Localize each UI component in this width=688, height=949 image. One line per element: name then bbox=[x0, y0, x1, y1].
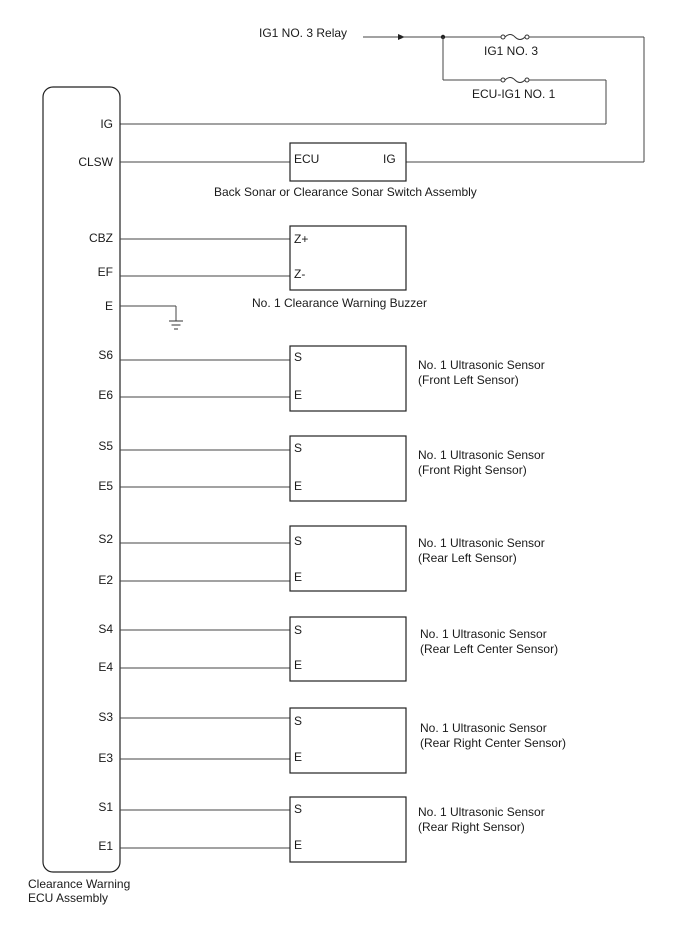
sensor-front-right-pin-s: S bbox=[294, 441, 302, 455]
sensor-rear-right-center-pin-e: E bbox=[294, 750, 302, 764]
sensor-front-left-box bbox=[289, 345, 407, 412]
ecu-pin-ef: EF bbox=[98, 265, 113, 279]
ecu-pin-s6: S6 bbox=[98, 348, 113, 362]
sensor-rear-left-name: No. 1 Ultrasonic Sensor bbox=[418, 536, 545, 550]
ecu-pin-e6: E6 bbox=[98, 388, 113, 402]
switch-pin-ecu: ECU bbox=[294, 152, 319, 166]
ecu-pin-s4: S4 bbox=[98, 622, 113, 636]
sensor-rear-right-box bbox=[289, 796, 407, 863]
sensor-front-right-box bbox=[289, 435, 407, 502]
fuse-symbol-icon bbox=[500, 34, 530, 40]
fuse1-label: IG1 NO. 3 bbox=[484, 44, 538, 58]
ecu-label-line2: ECU Assembly bbox=[28, 891, 108, 905]
ecu-pin-e5: E5 bbox=[98, 479, 113, 493]
buzzer-label: No. 1 Clearance Warning Buzzer bbox=[252, 296, 427, 310]
sensor-rear-left-pin-s: S bbox=[294, 534, 302, 548]
ecu-pin-cbz: CBZ bbox=[89, 231, 113, 245]
sensor-front-left-pin-e: E bbox=[294, 388, 302, 402]
buzzer-pin-zplus: Z+ bbox=[294, 232, 308, 246]
sensor-rear-right-pin-s: S bbox=[294, 802, 302, 816]
sensor-rear-left-box bbox=[289, 525, 407, 592]
ecu-pin-e3: E3 bbox=[98, 751, 113, 765]
buzzer-box bbox=[289, 225, 407, 291]
sensor-rear-right-name: No. 1 Ultrasonic Sensor bbox=[418, 805, 545, 819]
sensor-rear-left-pin-e: E bbox=[294, 570, 302, 584]
sensor-rear-left-center-box bbox=[289, 616, 407, 682]
ecu-label-line1: Clearance Warning bbox=[28, 877, 130, 891]
sensor-front-right-name: No. 1 Ultrasonic Sensor bbox=[418, 448, 545, 462]
ecu-pin-s3: S3 bbox=[98, 710, 113, 724]
ecu-pin-s5: S5 bbox=[98, 439, 113, 453]
sensor-front-right-pin-e: E bbox=[294, 479, 302, 493]
ecu-pin-e2: E2 bbox=[98, 573, 113, 587]
ecu-pin-ig: IG bbox=[100, 117, 113, 131]
switch-assembly-box bbox=[289, 142, 407, 182]
sensor-front-left-name: No. 1 Ultrasonic Sensor bbox=[418, 358, 545, 372]
sensor-rear-right-center-pin-s: S bbox=[294, 714, 302, 728]
ecu-pin-s1: S1 bbox=[98, 800, 113, 814]
relay-label: IG1 NO. 3 Relay bbox=[259, 26, 347, 40]
sensor-rear-right-position: (Rear Right Sensor) bbox=[418, 820, 525, 834]
ground-icon bbox=[169, 320, 183, 330]
buzzer-pin-zminus: Z- bbox=[294, 267, 305, 281]
fuse-symbol-icon bbox=[500, 77, 530, 83]
sensor-front-left-pin-s: S bbox=[294, 350, 302, 364]
sensor-rear-left-center-name: No. 1 Ultrasonic Sensor bbox=[420, 627, 547, 641]
ecu-pin-e: E bbox=[105, 299, 113, 313]
ecu-pin-e1: E1 bbox=[98, 839, 113, 853]
ecu-assembly-box bbox=[42, 86, 121, 873]
ecu-pin-clsw: CLSW bbox=[78, 155, 113, 169]
switch-assembly-label: Back Sonar or Clearance Sonar Switch Ass… bbox=[214, 185, 477, 199]
sensor-rear-right-center-box bbox=[289, 707, 407, 774]
sensor-rear-right-center-position: (Rear Right Center Sensor) bbox=[420, 736, 566, 750]
ecu-pin-e4: E4 bbox=[98, 660, 113, 674]
sensor-rear-left-center-pin-e: E bbox=[294, 658, 302, 672]
relay-arrow-icon bbox=[398, 34, 405, 40]
sensor-front-left-position: (Front Left Sensor) bbox=[418, 373, 519, 387]
sensor-rear-left-center-position: (Rear Left Center Sensor) bbox=[420, 642, 558, 656]
sensor-rear-right-center-name: No. 1 Ultrasonic Sensor bbox=[420, 721, 547, 735]
sensor-rear-right-pin-e: E bbox=[294, 838, 302, 852]
ecu-pin-s2: S2 bbox=[98, 532, 113, 546]
sensor-rear-left-center-pin-s: S bbox=[294, 623, 302, 637]
sensor-rear-left-position: (Rear Left Sensor) bbox=[418, 551, 517, 565]
fuse2-label: ECU-IG1 NO. 1 bbox=[472, 87, 556, 101]
sensor-front-right-position: (Front Right Sensor) bbox=[418, 463, 527, 477]
switch-pin-ig: IG bbox=[383, 152, 396, 166]
